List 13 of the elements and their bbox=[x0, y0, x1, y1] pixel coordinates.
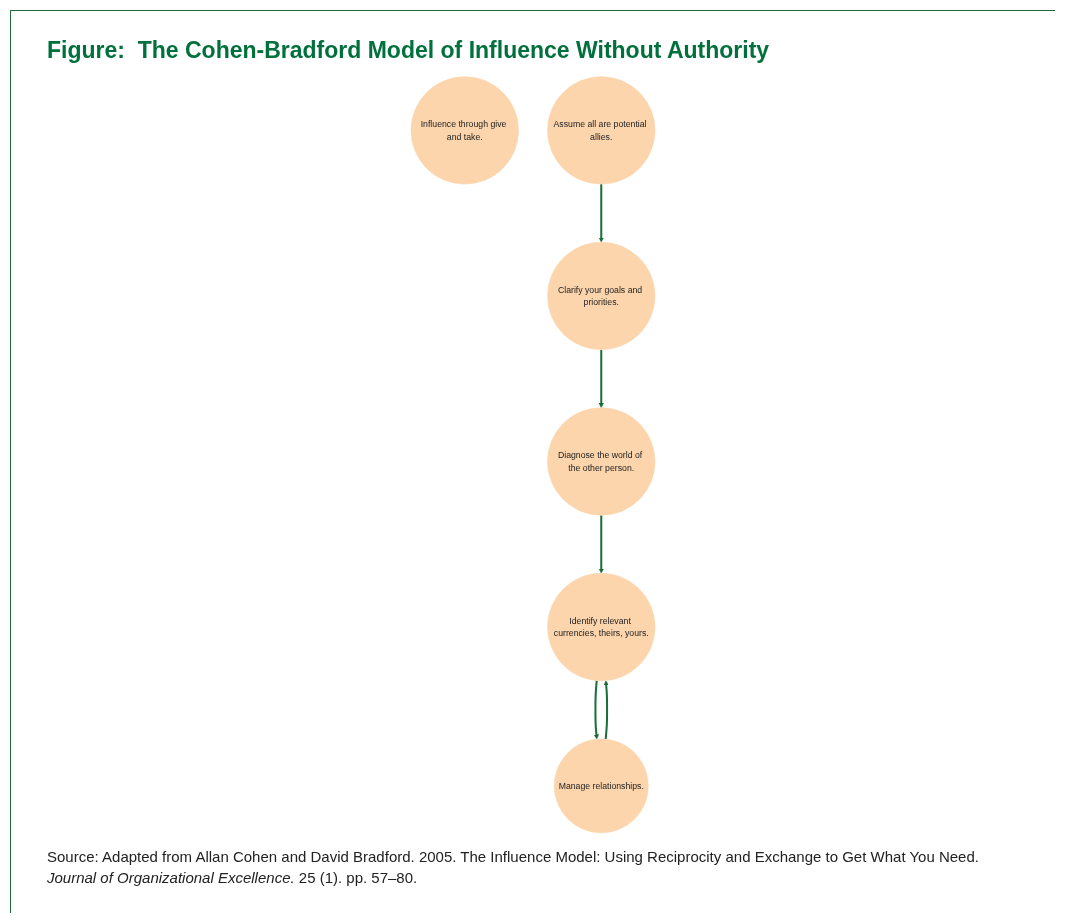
node-circle: Influence through give and take. bbox=[410, 76, 519, 185]
arrow bbox=[603, 680, 609, 740]
arrow bbox=[593, 680, 599, 740]
node-circle: Clarify your goals and priorities. bbox=[547, 241, 656, 350]
source-caption: Source: Adapted from Allan Cohen and David Bradford. 2005. The Influence Model: Using Reciprocity and Exchange to Get What You Need. Journal of Organizational Excellence. 25 (1). pp. 57–80. bbox=[47, 846, 980, 889]
node-circle: Identify relevant currencies, theirs, yours. bbox=[547, 573, 656, 682]
node-circle: Diagnose the world of the other person. bbox=[547, 407, 656, 516]
arrow bbox=[598, 515, 604, 574]
node-circle: Assume all are potential allies. bbox=[547, 76, 656, 185]
arrow bbox=[598, 349, 604, 408]
node-circle: Manage relationships. bbox=[554, 738, 649, 834]
arrow bbox=[598, 184, 604, 243]
figure-title: Figure: The Cohen-Bradford Model of Influence Without Authority bbox=[47, 37, 771, 64]
